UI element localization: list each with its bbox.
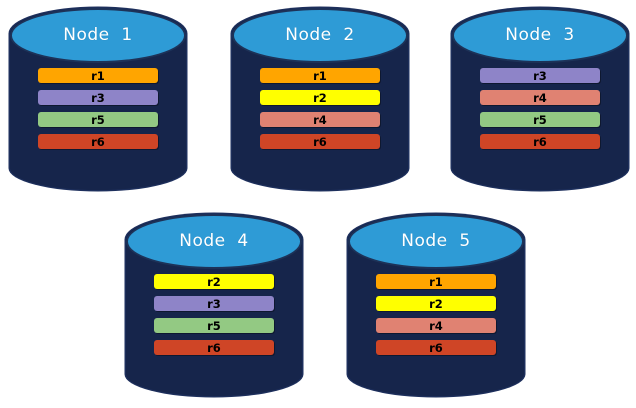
- replica-bar[interactable]: r1: [376, 274, 496, 290]
- database-node[interactable]: Node 5 r1 r2 r4 r6: [348, 214, 524, 396]
- replica-bar[interactable]: r2: [154, 274, 274, 290]
- cylinder-top-ellipse-icon: [452, 8, 628, 63]
- replica-bar[interactable]: r3: [38, 90, 158, 106]
- replica-list: r1 r2 r4 r6: [232, 68, 408, 150]
- replica-bar[interactable]: r1: [38, 68, 158, 84]
- cylinder-top-ellipse-icon: [126, 214, 302, 269]
- replica-bar[interactable]: r5: [480, 112, 600, 128]
- replica-bar[interactable]: r5: [38, 112, 158, 128]
- replica-bar[interactable]: r2: [376, 296, 496, 312]
- replica-list: r3 r4 r5 r6: [452, 68, 628, 150]
- replica-bar[interactable]: r1: [260, 68, 380, 84]
- replica-bar[interactable]: r3: [154, 296, 274, 312]
- replica-bar[interactable]: r3: [480, 68, 600, 84]
- node-label: Node 4: [179, 231, 249, 252]
- replica-bar[interactable]: r6: [38, 134, 158, 150]
- cylinder-top-ellipse-icon: [10, 8, 186, 63]
- database-node[interactable]: Node 4 r2 r3 r5 r6: [126, 214, 302, 396]
- replica-bar[interactable]: r2: [260, 90, 380, 106]
- node-label: Node 5: [401, 231, 471, 252]
- replica-bar[interactable]: r5: [154, 318, 274, 334]
- replica-bar[interactable]: r6: [480, 134, 600, 150]
- replica-bar[interactable]: r4: [376, 318, 496, 334]
- replica-list: r1 r2 r4 r6: [348, 274, 524, 356]
- node-label: Node 1: [63, 25, 133, 46]
- node-label: Node 3: [505, 25, 575, 46]
- node-label: Node 2: [285, 25, 355, 46]
- replica-bar[interactable]: r6: [376, 340, 496, 356]
- replica-bar[interactable]: r4: [480, 90, 600, 106]
- replica-bar[interactable]: r6: [260, 134, 380, 150]
- replica-bar[interactable]: r4: [260, 112, 380, 128]
- cylinder-top-ellipse-icon: [348, 214, 524, 269]
- replica-list: r2 r3 r5 r6: [126, 274, 302, 356]
- replica-bar[interactable]: r6: [154, 340, 274, 356]
- database-node[interactable]: Node 2 r1 r2 r4 r6: [232, 8, 408, 190]
- database-node[interactable]: Node 3 r3 r4 r5 r6: [452, 8, 628, 190]
- cylinder-top-ellipse-icon: [232, 8, 408, 63]
- replica-list: r1 r3 r5 r6: [10, 68, 186, 150]
- database-node[interactable]: Node 1 r1 r3 r5 r6: [10, 8, 186, 190]
